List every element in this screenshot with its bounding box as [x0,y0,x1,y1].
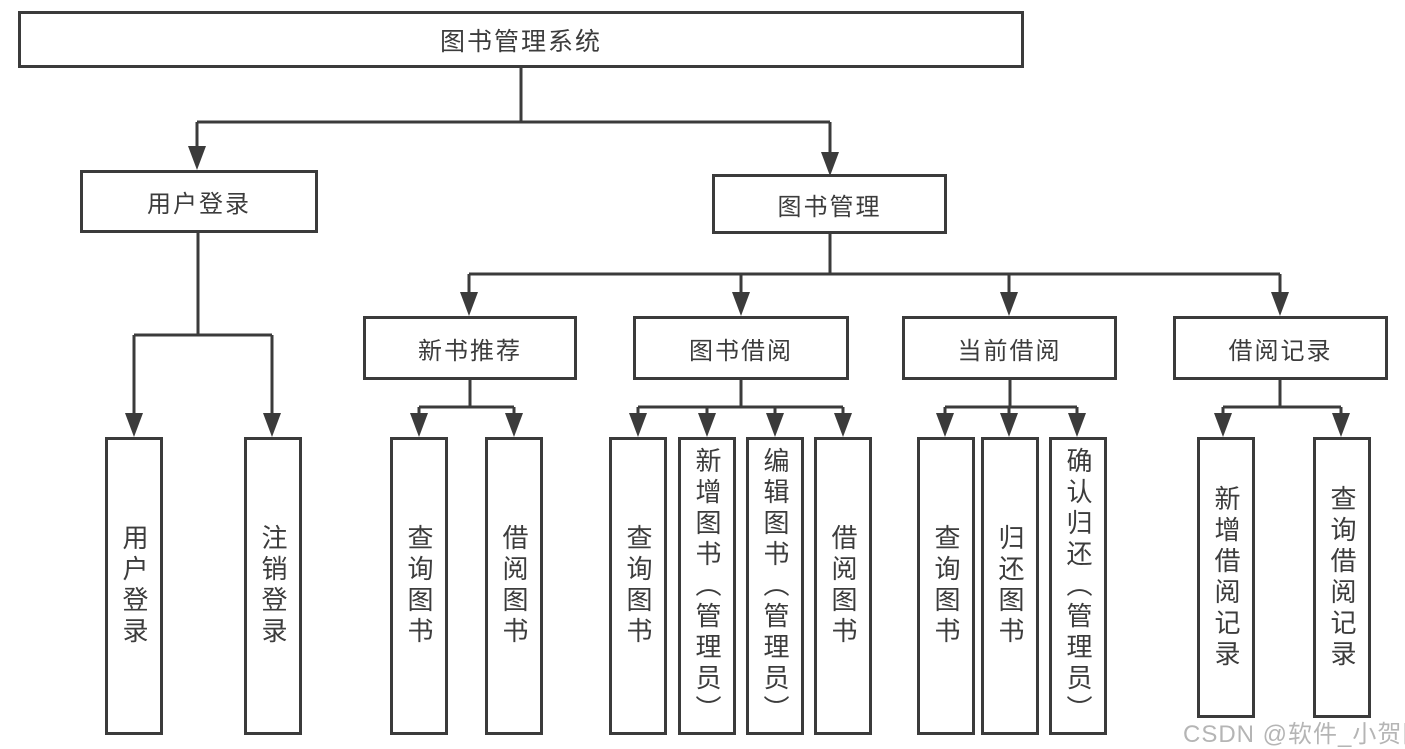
node-current-borrowing-label: 当前借阅 [957,337,1062,365]
leaf-recommend-borrow-books: 借阅图书 [485,437,543,735]
leaf-borrow-query-books: 查询图书 [609,437,667,735]
leaf-borrow-edit-books-admin: 编辑图书（管理员） [746,437,804,735]
leaf-current-return-books: 归还图书 [981,437,1039,735]
leaf-logout: 注销登录 [244,437,302,735]
leaf-borrow-query-books-label: 查询图书 [623,524,653,648]
leaf-borrow-borrow-books: 借阅图书 [814,437,872,735]
leaf-current-return-books-label: 归还图书 [995,524,1025,648]
node-book-management-label: 图书管理 [777,193,882,221]
node-book-borrowing: 图书借阅 [633,316,849,380]
leaf-records-add-record: 新增借阅记录 [1197,437,1255,718]
leaf-user-login: 用户登录 [105,437,163,735]
leaf-borrow-add-books-admin-label: 新增图书（管理员） [692,446,722,726]
node-new-book-recommendation: 新书推荐 [363,316,577,380]
leaf-recommend-borrow-books-label: 借阅图书 [499,524,529,648]
leaf-current-confirm-return-admin: 确认归还（管理员） [1049,437,1107,735]
leaf-logout-label: 注销登录 [258,524,288,648]
node-root: 图书管理系统 [18,11,1024,68]
leaf-records-query-record-label: 查询借阅记录 [1327,484,1357,671]
csdn-watermark: CSDN @软件_小贺同学 [1183,721,1405,748]
node-root-label: 图书管理系统 [439,27,602,56]
node-borrowing-records-label: 借阅记录 [1228,337,1333,365]
leaf-records-add-record-label: 新增借阅记录 [1211,484,1241,671]
leaf-recommend-query-books: 查询图书 [390,437,448,735]
leaf-borrow-borrow-books-label: 借阅图书 [828,524,858,648]
leaf-records-query-record: 查询借阅记录 [1313,437,1371,718]
node-user-login-label: 用户登录 [147,191,251,218]
leaf-current-confirm-return-admin-label: 确认归还（管理员） [1063,446,1093,726]
leaf-recommend-query-books-label: 查询图书 [404,524,434,648]
node-book-management: 图书管理 [712,174,947,234]
node-current-borrowing: 当前借阅 [902,316,1117,380]
leaf-user-login-label: 用户登录 [119,524,149,648]
leaf-borrow-edit-books-admin-label: 编辑图书（管理员） [760,446,790,726]
leaf-current-query-books-label: 查询图书 [931,524,961,648]
leaf-current-query-books: 查询图书 [917,437,975,735]
leaf-borrow-add-books-admin: 新增图书（管理员） [678,437,736,735]
node-borrowing-records: 借阅记录 [1173,316,1388,380]
node-new-book-recommendation-label: 新书推荐 [418,337,522,365]
node-user-login: 用户登录 [80,170,318,233]
node-book-borrowing-label: 图书借阅 [689,337,793,365]
